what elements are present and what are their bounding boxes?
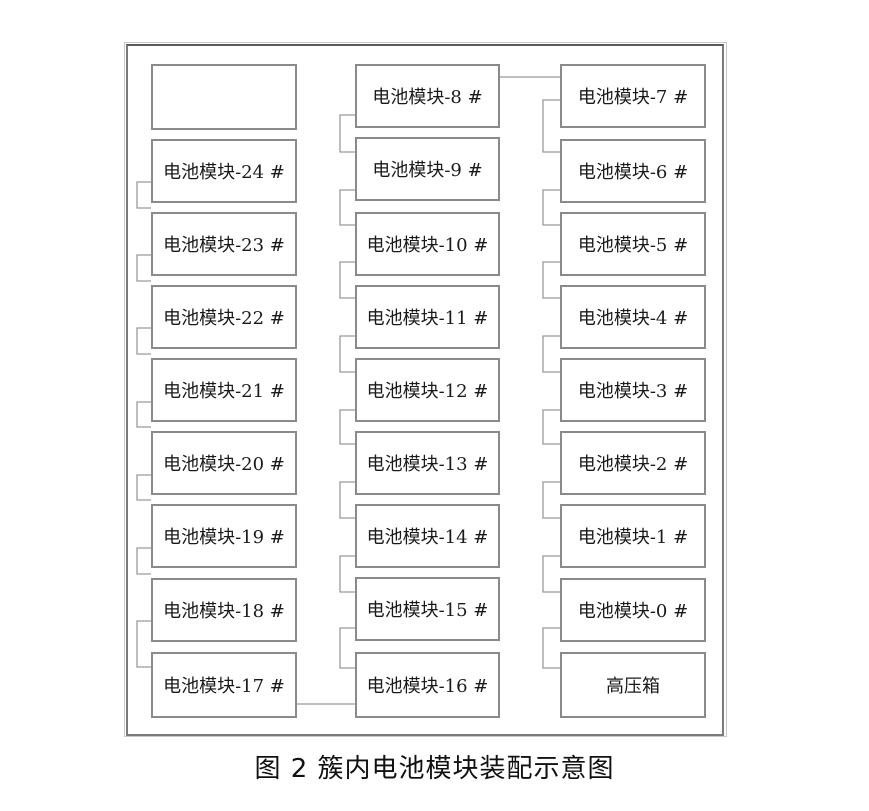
module-label: 电池模块-6 # bbox=[577, 162, 689, 183]
module-12: 电池模块-12 # bbox=[355, 358, 500, 422]
figure-caption: 图 2 簇内电池模块装配示意图 bbox=[254, 754, 615, 784]
module-15: 电池模块-15 # bbox=[355, 577, 500, 641]
module-4: 电池模块-4 # bbox=[560, 285, 706, 349]
module-1: 电池模块-1 # bbox=[560, 504, 706, 568]
module-label: 电池模块-12 # bbox=[366, 381, 489, 402]
module-20: 电池模块-20 # bbox=[151, 431, 297, 495]
module-23: 电池模块-23 # bbox=[151, 212, 297, 276]
module-label: 电池模块-22 # bbox=[163, 308, 285, 329]
module-label: 电池模块-8 # bbox=[372, 87, 483, 108]
module-7: 电池模块-7 # bbox=[560, 64, 706, 128]
module-11: 电池模块-11 # bbox=[355, 285, 500, 349]
module-13: 电池模块-13 # bbox=[355, 431, 500, 495]
high-voltage-box-label: 高压箱 bbox=[606, 676, 660, 697]
module-label: 电池模块-0 # bbox=[577, 601, 689, 622]
module-19: 电池模块-19 # bbox=[151, 504, 297, 568]
module-label: 电池模块-11 # bbox=[366, 308, 489, 329]
module-2: 电池模块-2 # bbox=[560, 431, 706, 495]
module-label: 电池模块-16 # bbox=[366, 676, 489, 697]
module-label: 电池模块-13 # bbox=[366, 454, 489, 475]
module-17: 电池模块-17 # bbox=[151, 652, 297, 718]
module-label: 电池模块-10 # bbox=[366, 235, 489, 256]
module-label: 电池模块-3 # bbox=[577, 381, 689, 402]
module-label: 电池模块-14 # bbox=[366, 527, 489, 548]
module-label: 电池模块-7 # bbox=[577, 87, 689, 108]
module-10: 电池模块-10 # bbox=[355, 212, 500, 276]
module-label: 电池模块-2 # bbox=[577, 454, 689, 475]
module-18: 电池模块-18 # bbox=[151, 578, 297, 642]
module-24: 电池模块-24 # bbox=[151, 139, 297, 203]
module-21: 电池模块-21 # bbox=[151, 358, 297, 422]
module-label: 电池模块-1 # bbox=[577, 527, 689, 548]
module-label: 电池模块-5 # bbox=[577, 235, 689, 256]
module-label: 电池模块-15 # bbox=[366, 600, 489, 621]
module-22: 电池模块-22 # bbox=[151, 285, 297, 349]
module-label: 电池模块-9 # bbox=[372, 160, 483, 181]
module-label: 电池模块-19 # bbox=[163, 527, 285, 548]
module-label: 电池模块-4 # bbox=[577, 308, 689, 329]
module-label: 电池模块-24 # bbox=[163, 162, 285, 183]
battery-cluster-enclosure bbox=[126, 44, 724, 736]
module-label: 电池模块-21 # bbox=[163, 381, 285, 402]
empty-slot bbox=[151, 64, 297, 130]
high-voltage-box: 高压箱 bbox=[560, 652, 706, 718]
module-label: 电池模块-18 # bbox=[163, 601, 285, 622]
module-8: 电池模块-8 # bbox=[355, 64, 500, 128]
module-16: 电池模块-16 # bbox=[355, 652, 500, 718]
module-5: 电池模块-5 # bbox=[560, 212, 706, 276]
module-9: 电池模块-9 # bbox=[355, 137, 500, 201]
module-label: 电池模块-23 # bbox=[163, 235, 285, 256]
module-6: 电池模块-6 # bbox=[560, 139, 706, 203]
enclosure-outer-border bbox=[124, 42, 727, 737]
module-3: 电池模块-3 # bbox=[560, 358, 706, 422]
module-label: 电池模块-17 # bbox=[163, 676, 285, 697]
module-0: 电池模块-0 # bbox=[560, 578, 706, 642]
module-14: 电池模块-14 # bbox=[355, 504, 500, 568]
module-label: 电池模块-20 # bbox=[163, 454, 285, 475]
